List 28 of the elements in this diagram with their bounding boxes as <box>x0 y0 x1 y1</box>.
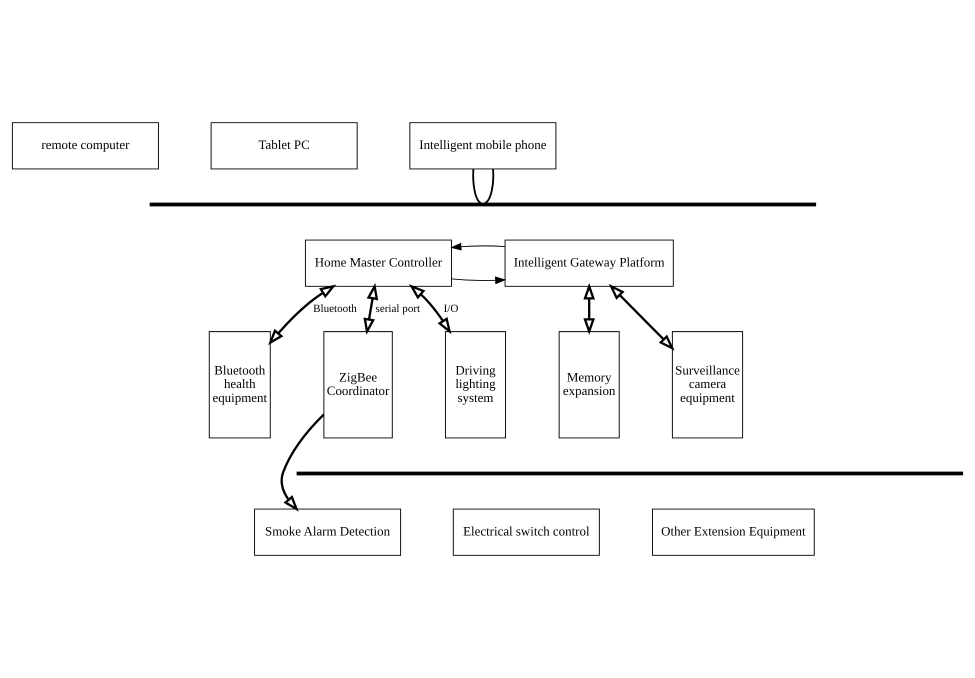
arrow <box>451 276 506 284</box>
arrow <box>450 242 506 251</box>
edge-label: Bluetooth <box>313 302 357 315</box>
node-box: Tablet PC <box>210 122 358 170</box>
node-box: Home Master Controller <box>304 240 452 287</box>
node-box: Electrical switch control <box>452 508 600 556</box>
node-box: Surveillance camera equipment <box>672 331 744 438</box>
arrow <box>583 282 596 335</box>
edge-label: serial port <box>376 302 420 315</box>
arrow <box>280 414 325 512</box>
node-box: Bluetooth health equipment <box>208 331 271 438</box>
arrow <box>608 284 675 351</box>
node-box: Other Extension Equipment <box>652 508 815 556</box>
node-box: ZigBee Coordinator <box>323 331 393 438</box>
node-box: Smoke Alarm Detection <box>254 508 402 556</box>
node-box: Memory expansion <box>558 331 620 438</box>
connector <box>472 169 482 204</box>
node-bar <box>296 472 964 476</box>
node-box: Intelligent Gateway Platform <box>504 240 674 287</box>
node-box: remote computer <box>12 122 159 170</box>
node-box: Intelligent mobile phone <box>409 122 556 170</box>
node-bar <box>150 202 816 206</box>
arrow <box>363 282 378 335</box>
arrow <box>408 284 452 334</box>
arrow <box>268 284 336 346</box>
edge-label: I/O <box>444 302 458 315</box>
node-box: Driving lighting system <box>444 331 506 438</box>
connector <box>484 169 494 204</box>
